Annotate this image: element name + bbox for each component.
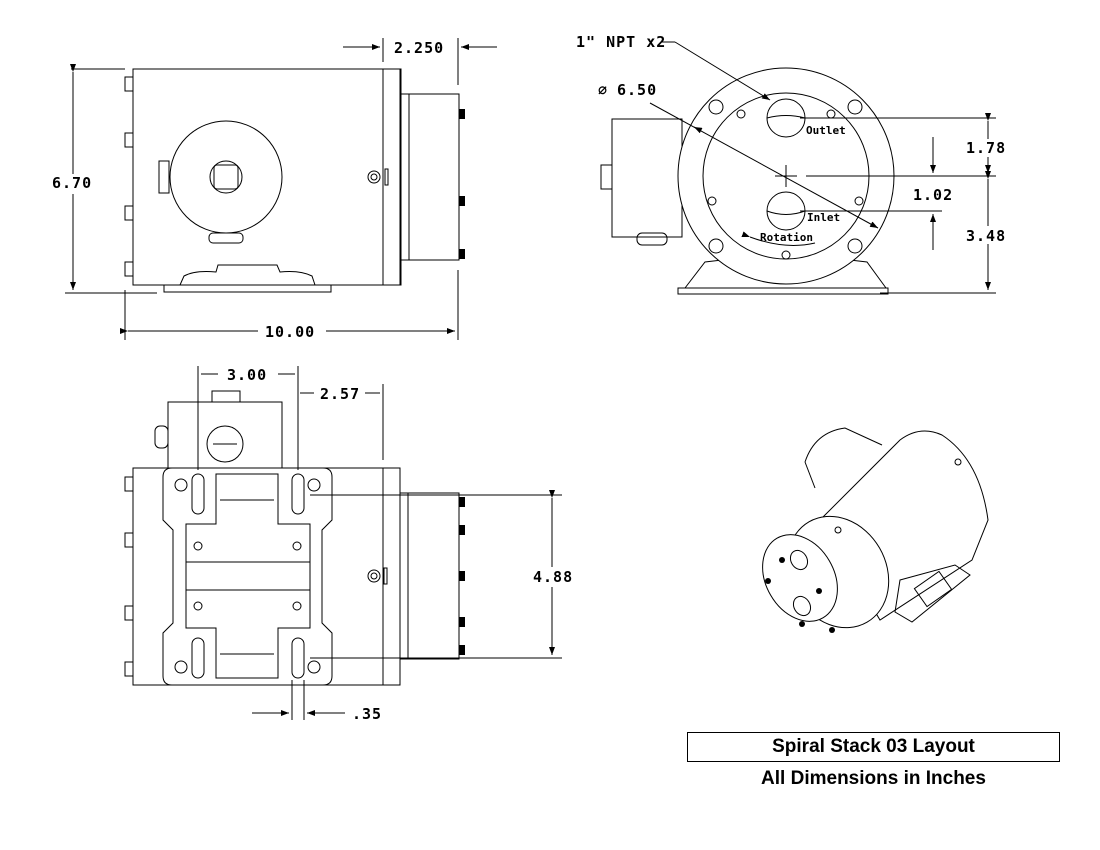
- label-rotation: Rotation: [760, 231, 813, 244]
- isometric-view: [762, 427, 989, 633]
- dim-slot-depth-spacing: 4.88: [533, 568, 573, 586]
- dim-head: 2.250: [394, 39, 444, 57]
- head-bolts: [459, 109, 465, 259]
- side-view: 6.70 10.00 2.250: [45, 38, 497, 342]
- dim-slot-to-face: 2.57: [320, 385, 360, 403]
- diameter-symbol: ∅: [598, 81, 608, 99]
- mounting-foot: [163, 284, 332, 293]
- cover-bolts: [765, 557, 835, 633]
- motor-body: [611, 118, 683, 238]
- dim-slot-spacing: 3.00: [227, 366, 267, 384]
- flange-bolt-holes: [708, 99, 863, 254]
- dim-inlet-offset: 1.02: [913, 186, 953, 204]
- pump-head: [408, 93, 460, 261]
- label-outlet: Outlet: [806, 124, 846, 137]
- mounting-foot: [894, 564, 971, 623]
- end-bolts: [124, 76, 134, 277]
- port-callout: 1" NPT x2: [576, 33, 666, 51]
- dim-diameter: 6.50: [617, 81, 657, 99]
- drawing-title: Spiral Stack 03 Layout: [687, 732, 1060, 762]
- drawing-subtitle: All Dimensions in Inches: [761, 768, 986, 789]
- dim-width: 10.00: [265, 323, 315, 341]
- motor-body: [132, 68, 401, 286]
- mounting-holes: [174, 478, 321, 674]
- flange: [382, 68, 402, 286]
- head-bolts: [459, 497, 465, 655]
- dim-slot-width: .35: [352, 705, 382, 723]
- mounting-slots: [191, 473, 305, 679]
- mounting-plate: [162, 467, 333, 686]
- bottom-view: 3.00 2.57 4.88 .35: [124, 366, 578, 723]
- junction-box: [169, 120, 283, 234]
- mounting-foot: [677, 287, 889, 295]
- front-view: Outlet Inlet Rotation 1" NPT x2 ∅ 6.50 1…: [576, 33, 1010, 295]
- pump-head: [407, 492, 460, 660]
- dim-center-height: 3.48: [966, 227, 1006, 245]
- end-bolts: [124, 476, 134, 677]
- label-inlet: Inlet: [807, 211, 840, 224]
- junction-box: [167, 401, 283, 469]
- dim-outlet-offset: 1.78: [966, 139, 1006, 157]
- pump-cover: [762, 534, 838, 622]
- dim-height: 6.70: [52, 174, 92, 192]
